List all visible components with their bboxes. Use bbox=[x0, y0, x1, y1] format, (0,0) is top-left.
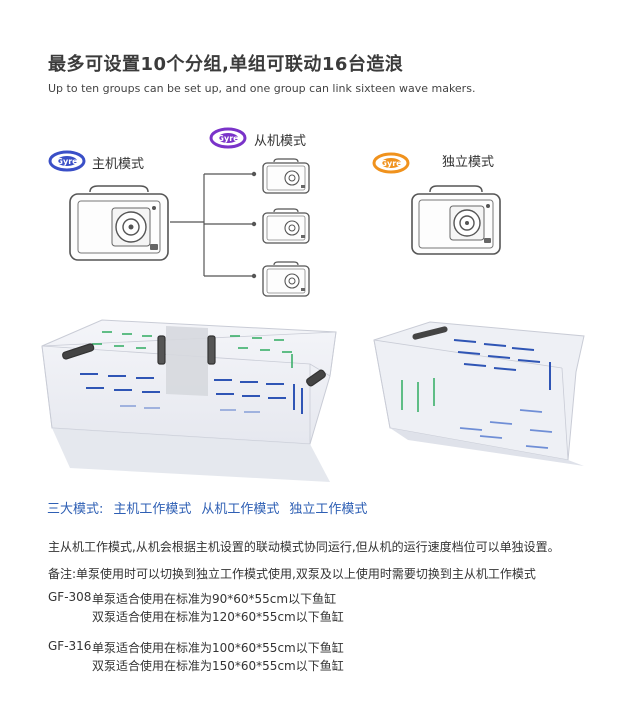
independent-mode-label: 独立模式 bbox=[442, 155, 495, 170]
modes-heading-item-master: 主机工作模式 bbox=[113, 502, 192, 517]
slave-controller-device bbox=[262, 208, 310, 244]
slave-controller-device bbox=[262, 261, 310, 297]
spec-single-pump: 单泵适合使用在标准为100*60*55cm以下鱼缸 bbox=[92, 641, 344, 655]
gyre-logo-text: Gyre bbox=[56, 157, 78, 166]
spec-double-pump: 双泵适合使用在标准为150*60*55cm以下鱼缸 bbox=[92, 659, 344, 673]
spec-model: GF-308 bbox=[48, 590, 92, 604]
description-line-1: 主从机工作模式,从机会根据主机设置的联动模式协同运行,但从机的运行速度档位可以单… bbox=[48, 540, 560, 554]
modes-heading-item-slave: 从机工作模式 bbox=[201, 502, 280, 517]
master-controller-device bbox=[69, 185, 169, 261]
independent-tank-illustration bbox=[373, 321, 585, 466]
slave-controller-device bbox=[262, 158, 310, 194]
spec-single-pump: 单泵适合使用在标准为90*60*55cm以下鱼缸 bbox=[92, 592, 337, 606]
page-title: 最多可设置10个分组,单组可联动16台造浪 bbox=[48, 54, 404, 75]
gyre-logo-master: Gyre bbox=[48, 150, 86, 172]
master-mode-label: 主机模式 bbox=[92, 157, 145, 172]
modes-heading: 三大模式: 主机工作模式从机工作模式独立工作模式 bbox=[47, 498, 377, 517]
spec-model: GF-316 bbox=[48, 639, 92, 653]
modes-heading-item-independent: 独立工作模式 bbox=[289, 502, 368, 517]
gyre-logo-text: Gyre bbox=[217, 134, 239, 143]
master-slave-tank-illustration bbox=[41, 319, 337, 482]
gyre-logo-slave: Gyre bbox=[209, 127, 247, 149]
modes-heading-prefix: 三大模式: bbox=[47, 502, 104, 517]
page-subtitle: Up to ten groups can be set up, and one … bbox=[48, 82, 476, 95]
gyre-logo-text: Gyre bbox=[380, 159, 402, 168]
gyre-logo-independent: Gyre bbox=[372, 152, 410, 174]
description-line-2: 备注:单泵使用时可以切换到独立工作模式使用,双泵及以上使用时需要切换到主从机工作… bbox=[48, 567, 536, 581]
connection-lines bbox=[170, 171, 257, 279]
slave-mode-label: 从机模式 bbox=[254, 134, 307, 149]
spec-double-pump: 双泵适合使用在标准为120*60*55cm以下鱼缸 bbox=[92, 610, 344, 624]
independent-controller-device bbox=[411, 185, 501, 255]
